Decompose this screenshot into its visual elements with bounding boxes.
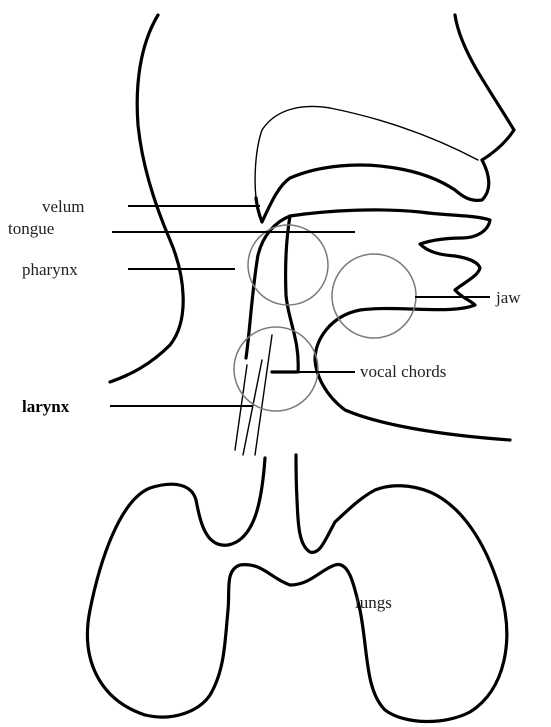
larynx-label: larynx [22,397,70,416]
upper-lip-outline [256,160,489,222]
jaw-region-circle [332,254,416,338]
trachea-left [235,365,247,450]
vocal-chords-label: vocal chords [360,362,446,381]
velum-label: velum [42,197,85,216]
pharynx-wall-outline [286,216,299,372]
lungs-label: lungs [355,593,392,612]
lungs-outline [87,455,506,722]
face-profile-outline [455,15,514,160]
tongue-label: tongue [8,219,54,238]
jaw-label: jaw [495,288,521,307]
neck-back-outline [110,15,183,382]
trachea-right [255,335,272,455]
pharynx-label: pharynx [22,260,78,279]
